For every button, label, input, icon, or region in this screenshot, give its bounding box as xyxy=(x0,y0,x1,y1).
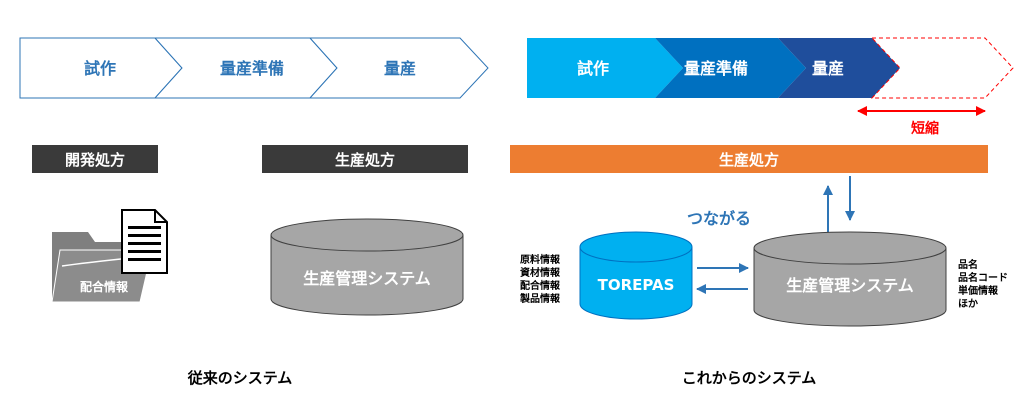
right-step-trial-shape xyxy=(527,38,683,98)
caption-right: これからのシステム xyxy=(682,369,817,387)
right-step-mass-shape xyxy=(778,38,900,98)
torepas-db xyxy=(579,231,693,320)
left-step-trial-label: 試作 xyxy=(84,59,116,78)
right-step-prep-shape xyxy=(655,38,806,98)
right-step-removed-shape xyxy=(870,37,1014,99)
shorten-label: 短縮 xyxy=(911,120,939,137)
output-item: ほか xyxy=(958,298,978,310)
input-item: 原料情報 xyxy=(520,253,561,266)
input-item: 資材情報 xyxy=(520,266,561,279)
folder-icon xyxy=(51,232,153,303)
left-step-mass-label: 量産 xyxy=(384,59,416,78)
input-item: 製品情報 xyxy=(519,292,561,305)
dev-formula-label: 開発処方 xyxy=(65,151,125,169)
right-process-flow: 試作 量産準備 量産 xyxy=(527,37,1014,99)
left-process-flow: 試作 量産準備 量産 xyxy=(19,37,489,99)
prod-formula-bar-left xyxy=(262,145,468,173)
left-step-prep-label: 量産準備 xyxy=(220,59,284,78)
output-info-list: 品名 品名コード 単価情報 ほか xyxy=(958,258,1008,310)
output-item: 単価情報 xyxy=(958,284,999,297)
db-label-left: 生産管理システム xyxy=(303,269,431,288)
input-item: 配合情報 xyxy=(520,279,561,292)
production-system-db-right xyxy=(753,231,947,327)
prod-formula-label-right: 生産処方 xyxy=(719,151,779,169)
left-step-mass-shape xyxy=(308,37,489,99)
connect-label: つながる xyxy=(687,209,751,228)
prod-formula-bar-right xyxy=(510,145,988,173)
output-item: 品名コード xyxy=(958,271,1008,284)
document-icon xyxy=(121,209,168,274)
caption-left: 従来のシステム xyxy=(187,369,293,387)
output-item: 品名 xyxy=(958,258,978,271)
input-info-list: 原料情報 資材情報 配合情報 製品情報 xyxy=(519,253,561,305)
db-label-right: 生産管理システム xyxy=(786,276,914,295)
production-system-db-left xyxy=(270,218,464,316)
folder-label: 配合情報 xyxy=(80,279,129,294)
right-step-trial-label: 試作 xyxy=(577,59,609,78)
dev-formula-bar xyxy=(32,145,158,173)
right-step-prep-label: 量産準備 xyxy=(684,59,748,78)
torepas-label: TOREPAS xyxy=(598,276,675,294)
right-step-mass-label: 量産 xyxy=(812,59,844,78)
prod-formula-label-left: 生産処方 xyxy=(335,151,395,169)
